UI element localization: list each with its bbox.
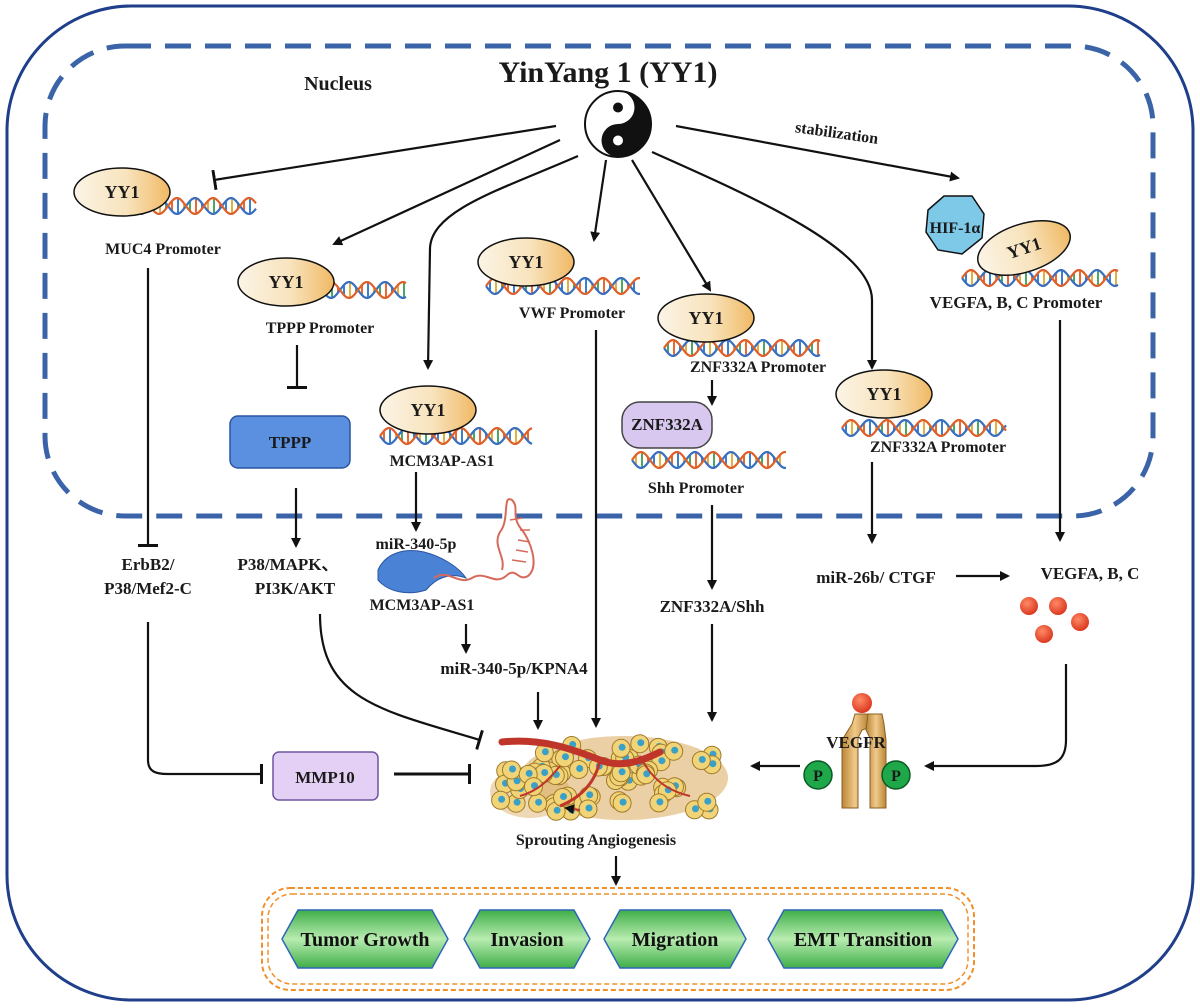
- edge-yy1-vwf: [590, 159, 608, 242]
- yy1-label: YY1: [689, 308, 724, 328]
- mcm3ap-cyto-label: MCM3AP-AS1: [370, 597, 475, 614]
- vwf-promoter-label: VWF Promoter: [519, 305, 625, 322]
- edge-yy1-hif: [675, 124, 960, 182]
- edge-yy1-znf-right: [651, 150, 877, 370]
- dna-helix: [379, 427, 533, 445]
- dna-helix: [961, 269, 1119, 287]
- yy1-label: YY1: [269, 272, 304, 292]
- phospho-left-icon: [803, 760, 833, 790]
- yy1-protein-icon: YY1: [977, 220, 1071, 276]
- vegf-abc-label: VEGFA, B, C: [1041, 564, 1140, 583]
- vegf-ligand-dots: [1020, 597, 1089, 643]
- edge-yy1-mcm3ap: [423, 154, 579, 370]
- phenotype-item: Invasion: [463, 909, 591, 969]
- dna-helix: [841, 419, 1007, 437]
- yy1-label: YY1: [105, 182, 140, 202]
- znf332a-protein-box: [621, 401, 713, 449]
- p38-label-2: PI3K/AKT: [255, 579, 336, 598]
- edge-erbb2-mmp10: [146, 622, 263, 784]
- mir340-label: miR-340-5p: [376, 536, 457, 553]
- mmp10-label: MMP10: [295, 768, 354, 787]
- phospho-left-label: P: [813, 768, 823, 785]
- cyto-edges: [138, 268, 1068, 886]
- yy1-edges: [211, 124, 960, 370]
- erbb2-label-1: ErbB2/: [122, 555, 175, 574]
- phenotype-label: Invasion: [490, 929, 563, 951]
- edge-p38-tumor: [318, 613, 484, 750]
- mcm3ap-nucleus-label: MCM3AP-AS1: [390, 453, 495, 470]
- yy1-protein-icon: YY1: [835, 369, 933, 419]
- vegfa-promoter-label: VEGFA, B, C Promoter: [930, 293, 1103, 312]
- yin-yang-icon: [584, 90, 652, 158]
- yy1-label: YY1: [867, 384, 902, 404]
- znf332a-protein-label: ZNF332A: [631, 415, 704, 434]
- hif1a-label: HIF-1α: [930, 220, 981, 237]
- nucleus-border: [42, 43, 1156, 519]
- phenotype-label: EMT Transition: [794, 929, 932, 951]
- dna-helix: [631, 451, 786, 469]
- argonaute-protein: [377, 550, 468, 594]
- edge-yy1-znf: [631, 159, 712, 292]
- tppp-box: [229, 415, 351, 469]
- sprouting-label: Sprouting Angiogenesis: [516, 832, 676, 849]
- mir340-kpna4-label: miR-340-5p/KPNA4: [440, 659, 588, 678]
- nucleus-label: Nucleus: [304, 73, 372, 95]
- vegfr-label: VEGFR: [826, 733, 886, 752]
- muc4-promoter-label: MUC4 Promoter: [105, 241, 221, 258]
- mirna-strand: [433, 498, 535, 581]
- tppp-promoter-label: TPPP Promoter: [266, 320, 375, 337]
- yy1-protein-icon: YY1: [657, 293, 755, 343]
- mirna-hairpin-ticks: [509, 517, 531, 563]
- znf-shh-label: ZNF332A/Shh: [660, 597, 765, 616]
- phenotype-item: Tumor Growth: [281, 909, 449, 969]
- znf-promoter-label: ZNF332A Promoter: [690, 359, 826, 376]
- edge-vegf-vegfr: [924, 664, 1068, 771]
- phospho-right-icon: [881, 760, 911, 790]
- yy1-label: YY1: [411, 400, 446, 420]
- yy1-label: YY1: [509, 252, 544, 272]
- tppp-box-label: TPPP: [269, 433, 312, 452]
- znf-right-promoter-label: ZNF332A Promoter: [870, 439, 1006, 456]
- cell-border: [5, 4, 1195, 1002]
- phenotype-list: Tumor Growth Invasion Migration EMT Transit…: [281, 909, 959, 969]
- tumor-angiogenesis-illustration: [490, 734, 728, 821]
- yy1-protein-icon: YY1: [379, 385, 477, 435]
- edge-yy1-muc4: [211, 124, 557, 191]
- diagram-title: YinYang 1 (YY1): [499, 56, 718, 89]
- phenotype-label: Tumor Growth: [300, 929, 429, 951]
- edge-yy1-tppp: [332, 139, 561, 246]
- yy1-protein-icon: YY1: [477, 237, 575, 287]
- yy1-protein-icon: YY1: [73, 167, 171, 217]
- mmp10-box: [272, 751, 379, 801]
- p38-label-1: P38/MAPK、: [237, 555, 338, 574]
- erbb2-label-2: P38/Mef2-C: [104, 579, 192, 598]
- phenotype-label: Migration: [632, 929, 719, 951]
- dna-helix: [663, 339, 821, 357]
- mir26b-label: miR-26b/ CTGF: [816, 568, 935, 587]
- hif1a-protein: HIF-1α: [925, 195, 985, 255]
- shh-promoter-label: Shh Promoter: [648, 480, 744, 497]
- phenotype-box: [261, 887, 975, 991]
- phenotype-item: EMT Transition: [767, 909, 959, 969]
- stabilization-label: stabilization: [794, 119, 879, 147]
- vegfr-receptor: P P: [803, 693, 911, 809]
- phospho-right-label: P: [891, 768, 901, 785]
- phenotype-item: Migration: [603, 909, 747, 969]
- yy1-protein-icon: YY1: [237, 257, 335, 307]
